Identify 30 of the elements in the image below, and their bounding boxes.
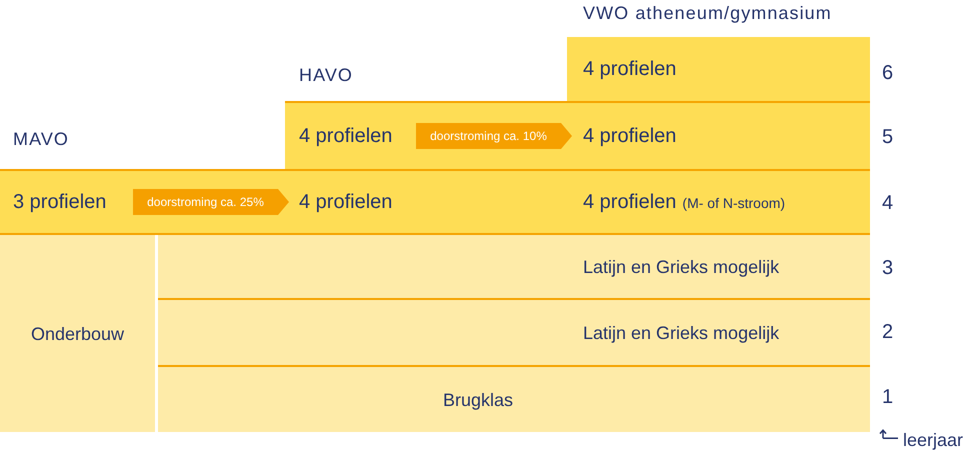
column-heading: MAVO [13,128,69,150]
column-heading: VWO atheneum/gymnasium [583,2,832,24]
year-number: 2 [882,320,894,344]
cell-text: 4 profielen [299,190,392,214]
cell-text: 4 profielen [299,124,392,148]
cell-note: (M- of N-stroom) [682,194,786,212]
table-cell [158,235,870,298]
arrow [133,189,289,215]
cell-text: 4 profielen [583,124,676,148]
table-cell [158,298,870,365]
table-cell [567,37,870,101]
cell-text: Brugklas [443,388,514,410]
year-number: 1 [882,385,894,409]
cell-text: 4 profielen [583,190,676,214]
table-cell [158,365,870,432]
cell-text: 4 profielen [583,57,676,81]
year-number: 3 [882,256,894,280]
year-number: 4 [882,191,894,215]
arrow [416,123,572,149]
cell-text: Onderbouw [30,322,124,344]
edge-label: doorstroming ca. 25% [147,195,264,209]
table-cell [0,235,155,432]
cell-text: Latijn en Grieks mogelijk [583,322,780,344]
cell-text: 3 profielen [13,190,106,214]
axis-label: leerjaar [903,429,964,451]
cell-text: Latijn en Grieks mogelijk [583,256,780,278]
year-number: 5 [882,125,894,149]
edge-label: doorstroming ca. 10% [430,129,547,143]
column-heading: HAVO [299,64,353,86]
year-number: 6 [882,61,894,85]
